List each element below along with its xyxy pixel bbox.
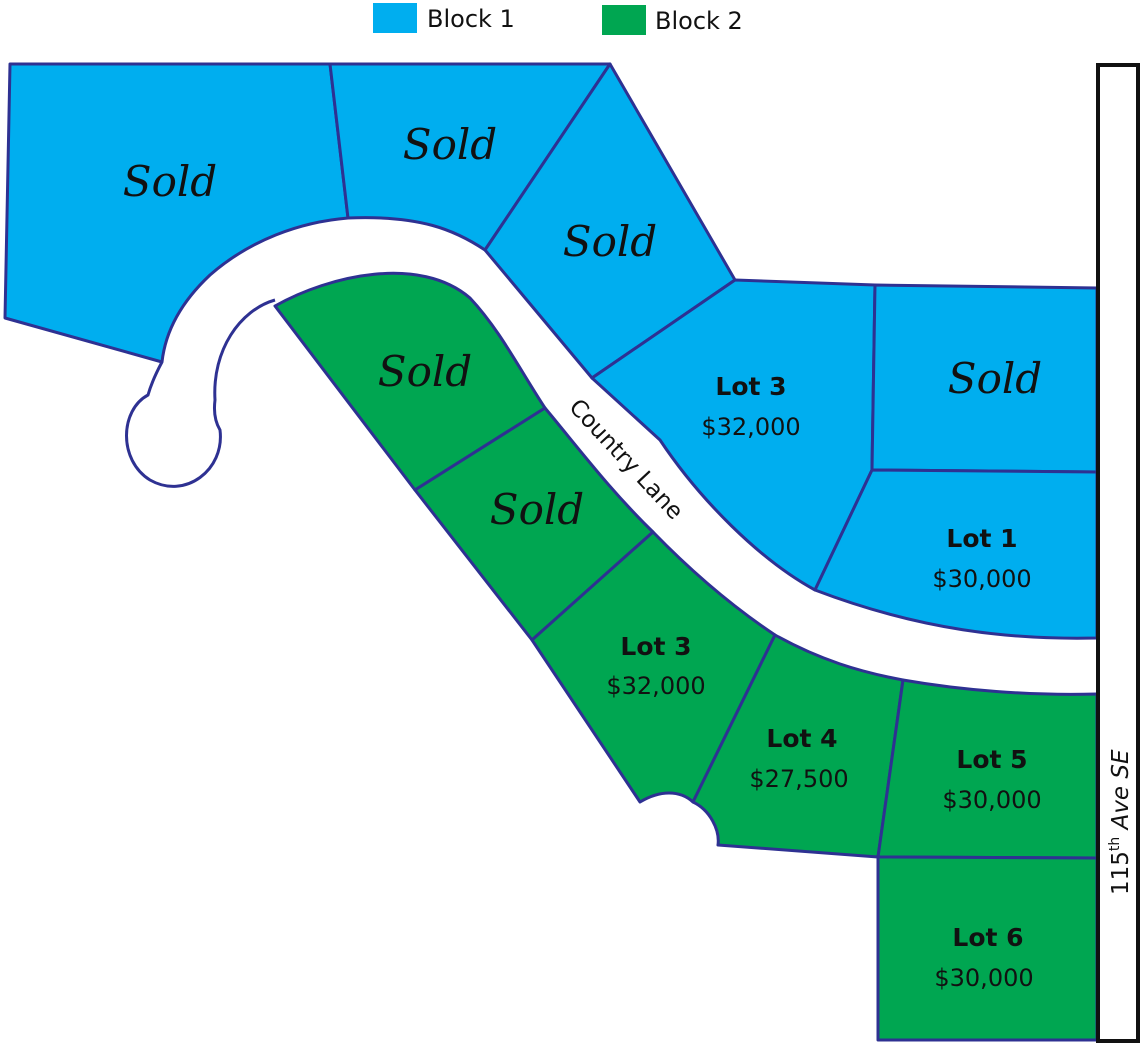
block2-lot-4-price: $27,500 bbox=[749, 765, 848, 793]
legend-label-block-2: Block 2 bbox=[655, 7, 743, 35]
block-2 bbox=[273, 271, 1099, 1042]
block2-lot-6-price: $30,000 bbox=[934, 964, 1033, 992]
avenue-label-suffix: Ave SE bbox=[1108, 749, 1134, 837]
block2-lot-5-name: Lot 5 bbox=[956, 745, 1027, 774]
block2-lot-4-name: Lot 4 bbox=[766, 724, 837, 753]
block1-lot-3-price: $32,000 bbox=[701, 413, 800, 441]
block1-lot-3-name: Lot 3 bbox=[715, 372, 786, 401]
block2-lot-5-price: $30,000 bbox=[942, 786, 1041, 814]
avenue-road-strip bbox=[1096, 63, 1140, 1043]
legend-label-block-1: Block 1 bbox=[427, 5, 515, 33]
block1-lot-sold-west[interactable] bbox=[3, 62, 350, 364]
block2-lot-6-name: Lot 6 bbox=[952, 923, 1023, 952]
avenue-label-superscript: th bbox=[1107, 837, 1123, 851]
block1-lot-1[interactable] bbox=[813, 468, 1099, 640]
block1-lot-1-price: $30,000 bbox=[932, 565, 1031, 593]
block1-lot-1-name: Lot 1 bbox=[946, 524, 1017, 553]
block2-sold-label-north: Sold bbox=[378, 347, 472, 396]
block2-lot-3-price: $32,000 bbox=[606, 672, 705, 700]
legend: Block 1 Block 2 bbox=[373, 3, 743, 35]
block2-lot-3-name: Lot 3 bbox=[620, 632, 691, 661]
avenue-label: 115th Ave SE bbox=[1107, 749, 1134, 895]
block1-sold-label-east: Sold bbox=[948, 354, 1042, 403]
cul-de-sac bbox=[125, 298, 276, 488]
avenue-road: 115th Ave SE bbox=[1096, 63, 1140, 1043]
legend-swatch-block-2 bbox=[602, 5, 646, 35]
block1-sold-label-north: Sold bbox=[403, 120, 497, 169]
legend-swatch-block-1 bbox=[373, 3, 417, 33]
block2-lot-sold-north[interactable] bbox=[273, 271, 547, 492]
avenue-label-number: 115 bbox=[1108, 851, 1134, 895]
block1-sold-label-center: Sold bbox=[563, 217, 657, 266]
block2-sold-label-south: Sold bbox=[490, 485, 584, 534]
block2-lot-3[interactable] bbox=[530, 530, 777, 804]
block-1 bbox=[3, 62, 1099, 640]
block1-sold-label-west: Sold bbox=[123, 157, 217, 206]
